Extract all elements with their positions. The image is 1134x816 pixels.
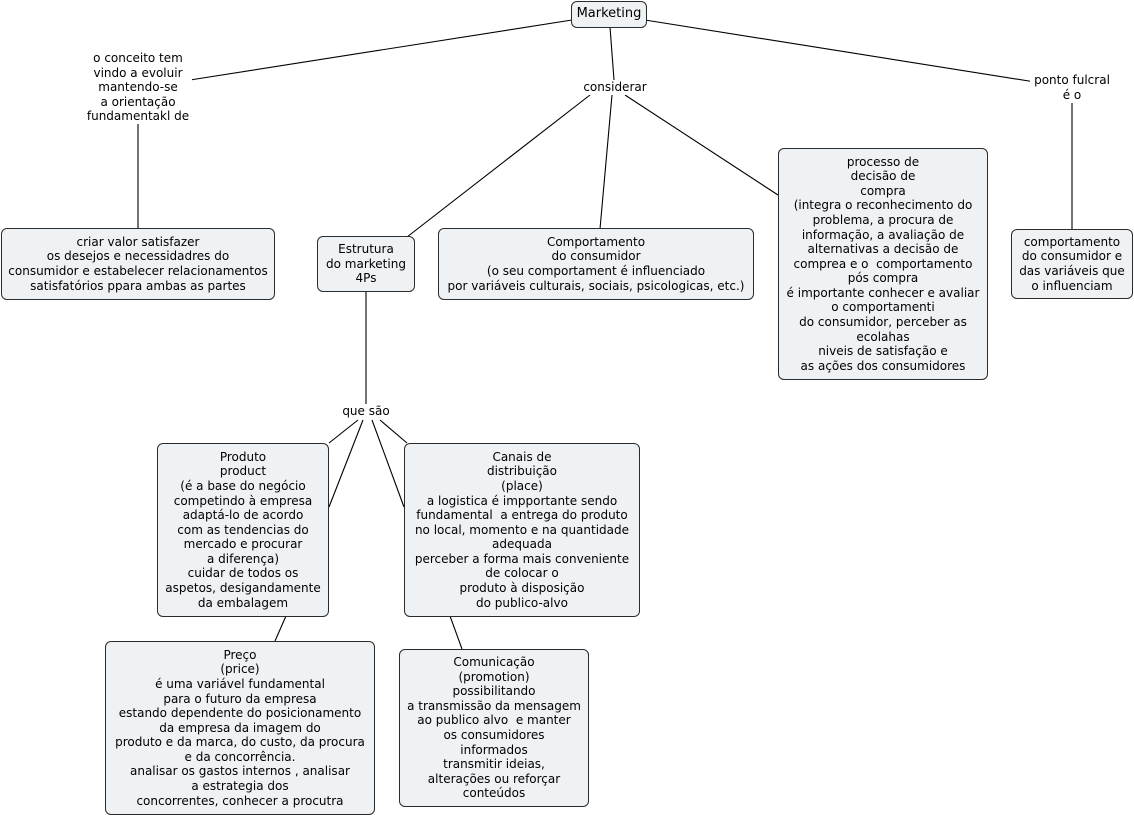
- link-marketing-conceito: [189, 19, 573, 81]
- link-que-sao-canais-side: [371, 419, 405, 508]
- link-que-sao-produto-side: [328, 419, 364, 508]
- link-considerar-comportamento: [599, 94, 613, 230]
- link-que-sao-canais-top: [379, 419, 408, 444]
- canais-distribuicao-node[interactable]: Canais de distribuição (place) a logisti…: [404, 443, 640, 617]
- criar-valor-node[interactable]: criar valor satisfazer os desejos e nece…: [1, 228, 275, 300]
- considerar-link-label: considerar: [580, 80, 650, 95]
- link-marketing-considerar: [609, 26, 615, 81]
- preco-node[interactable]: Preço (price) é uma variável fundamental…: [105, 641, 375, 815]
- link-produto-preco: [274, 615, 287, 642]
- link-canais-comunicacao: [449, 615, 463, 650]
- link-considerar-estrutura: [406, 94, 591, 238]
- marketing-root-node[interactable]: Marketing: [571, 1, 647, 28]
- estrutura-node[interactable]: Estrutura do marketing 4Ps: [317, 236, 415, 292]
- produto-node[interactable]: Produto product (é a base do negócio com…: [157, 443, 329, 617]
- que-sao-link-label: que são: [335, 404, 397, 419]
- comportamento-variaveis-node[interactable]: comportamento do consumidor e das variáv…: [1011, 229, 1133, 299]
- link-que-sao-produto-top: [328, 419, 359, 444]
- comunicacao-node[interactable]: Comunicação (promotion) possibilitando a…: [399, 649, 589, 807]
- ponto-fulcral-link-label: ponto fulcral é o: [1030, 73, 1114, 103]
- link-considerar-processo: [624, 94, 779, 196]
- comportamento-node[interactable]: Comportamento do consumidor (o seu compo…: [438, 228, 754, 300]
- link-marketing-ponto-fulcral: [644, 19, 1036, 83]
- conceito-link-label: o conceito tem vindo a evoluir mantendo-…: [84, 51, 192, 124]
- marketing-label: Marketing: [576, 6, 642, 22]
- processo-decisao-node[interactable]: processo de decisão de compra (integra o…: [778, 148, 988, 380]
